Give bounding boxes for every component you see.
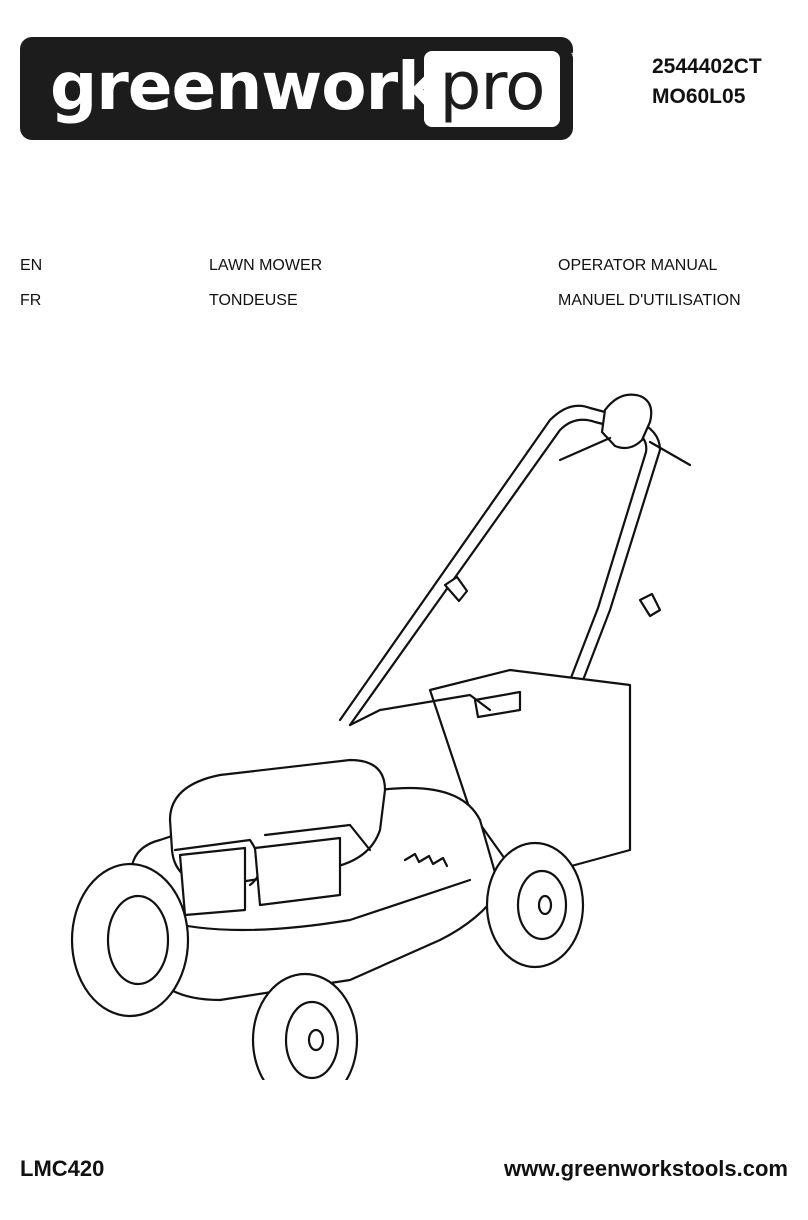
front-left-wheel [70, 862, 190, 1018]
product-codes: 2544402CT MO60L05 [652, 52, 762, 112]
height-spring [403, 852, 449, 868]
trademark-mark: ™ [570, 51, 579, 61]
product-name: TONDEUSE [209, 292, 298, 309]
front-right-wheel [251, 972, 359, 1080]
language-code: FR [20, 292, 42, 309]
lawn-mower-illustration [70, 393, 692, 1080]
product-code-2: MO60L05 [652, 85, 746, 108]
product-name: LAWN MOWER [209, 257, 323, 274]
brand-pro-badge: pro [424, 51, 560, 127]
handle-knob-left [443, 575, 469, 603]
handle-knob-right [638, 592, 662, 618]
product-code-1: 2544402CT [652, 55, 762, 78]
brand-pro-text: pro [439, 48, 546, 125]
document-type: MANUEL D'UTILISATION [558, 292, 741, 309]
battery-pack [178, 846, 247, 917]
rear-wheel [485, 841, 585, 969]
bail-lever [558, 436, 692, 467]
document-type: OPERATOR MANUAL [558, 257, 718, 274]
control-box [600, 393, 653, 450]
website-link[interactable]: www.greenworkstools.com [503, 1156, 788, 1181]
brand-logo: greenworks pro ™ [20, 37, 579, 140]
model-number: LMC420 [20, 1156, 105, 1181]
brand-wordmark: greenworks [50, 48, 479, 125]
language-code: EN [20, 257, 43, 274]
